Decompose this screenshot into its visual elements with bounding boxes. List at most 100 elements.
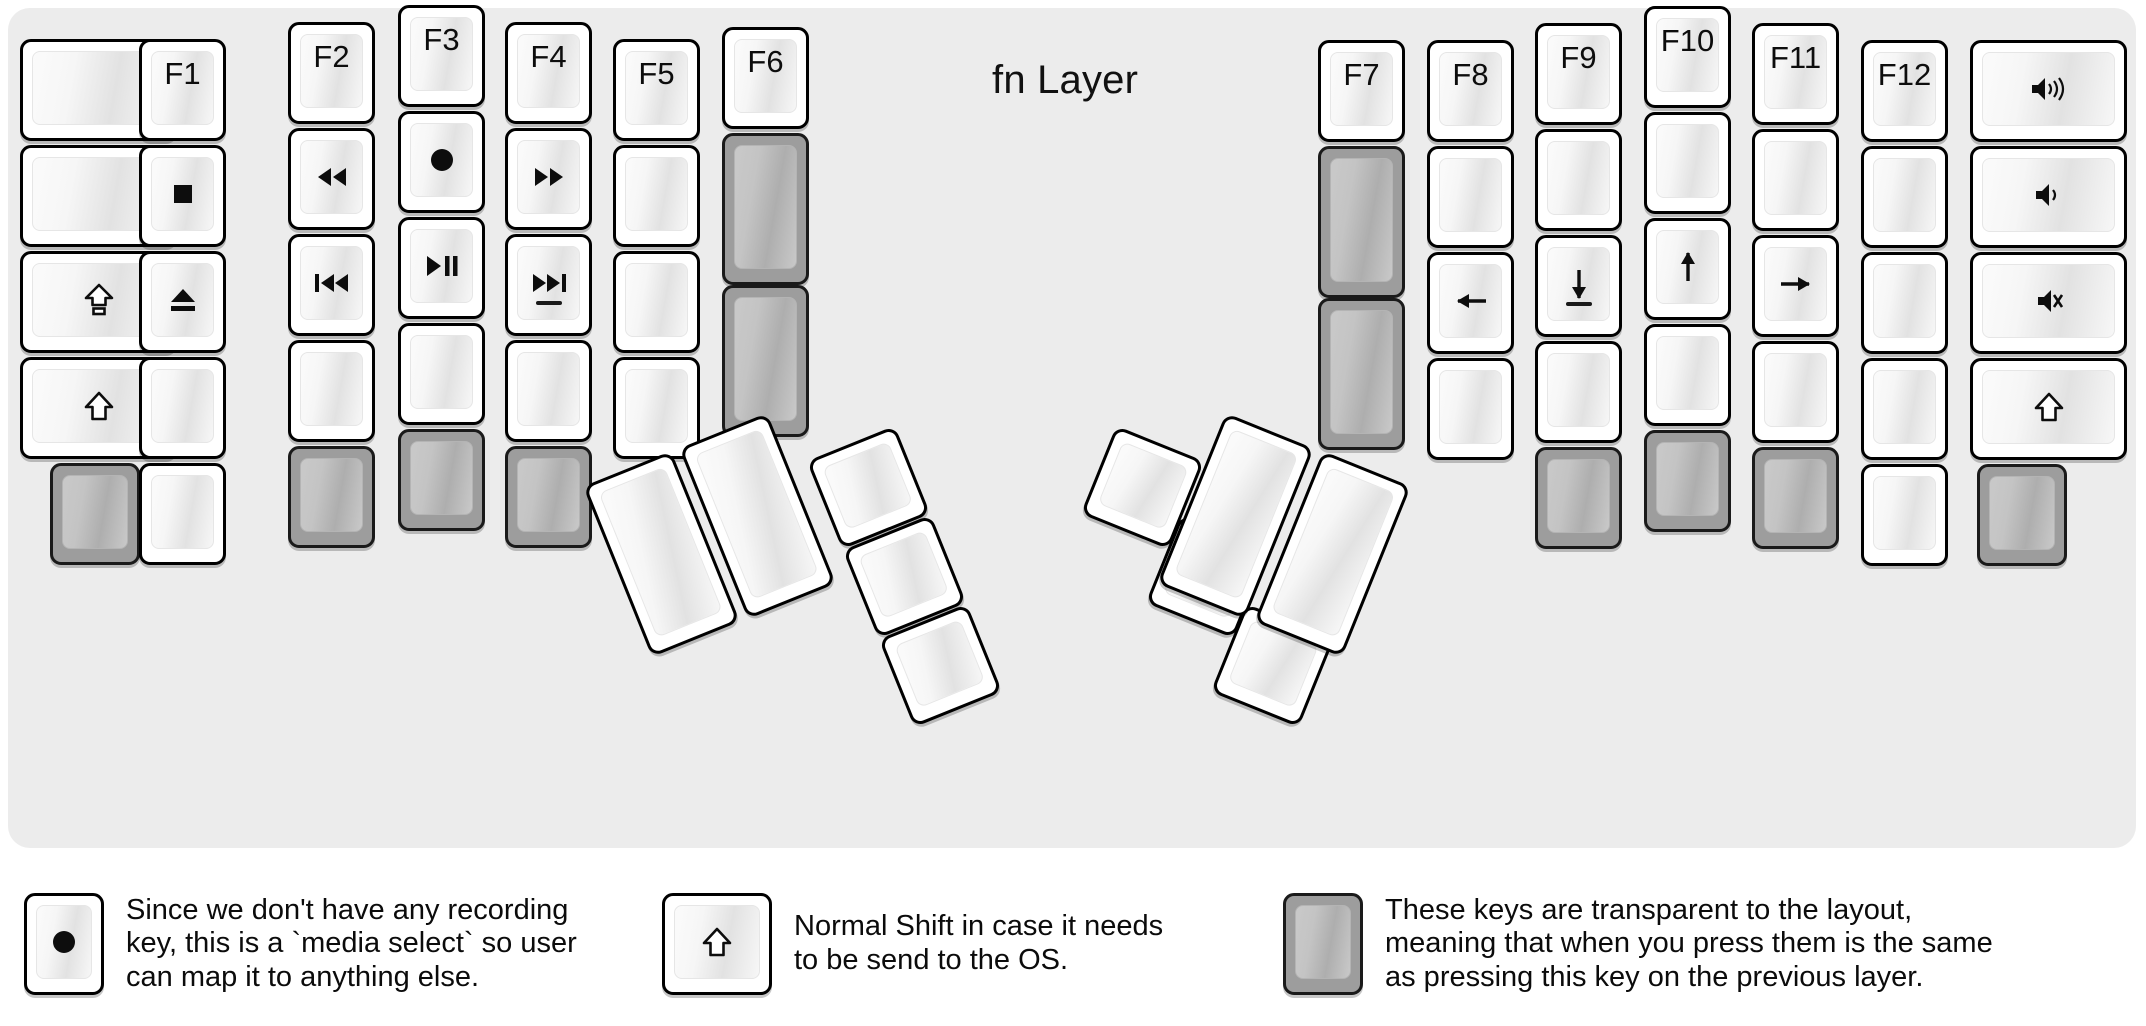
keycap (1873, 370, 1936, 444)
left-col6-key0[interactable]: F6 (722, 27, 809, 129)
left-col2-key2[interactable] (288, 234, 375, 336)
left-col3-key4-transparent[interactable] (398, 429, 485, 531)
right-col0-key1-transparent[interactable] (1318, 146, 1405, 298)
keycap (734, 297, 797, 421)
left-col3-key2[interactable] (398, 217, 485, 319)
keycap (300, 458, 363, 532)
right-col6-key3[interactable] (1970, 358, 2127, 460)
left-col1-key0[interactable]: F1 (139, 39, 226, 141)
left-col5-key0-label: F5 (638, 56, 675, 91)
left-col4-key2[interactable] (505, 234, 592, 336)
left-col4-key0[interactable]: F4 (505, 22, 592, 124)
left-col6-key2-transparent[interactable] (722, 285, 809, 437)
left-col2-key0[interactable]: F2 (288, 22, 375, 124)
keycap (1656, 230, 1719, 304)
left-col1-key3[interactable] (139, 357, 226, 459)
media-rewind-icon (315, 166, 349, 188)
right-col1-key0-label: F8 (1452, 57, 1489, 92)
right-col2-key4-transparent[interactable] (1535, 447, 1622, 549)
keycap (674, 905, 760, 979)
media-eject-icon (169, 287, 197, 313)
left-col4-key1[interactable] (505, 128, 592, 230)
left-col5-key0[interactable]: F5 (613, 39, 700, 141)
left-col1-key4[interactable] (139, 463, 226, 565)
right-col5-key4[interactable] (1861, 464, 1948, 566)
left-col3-key1[interactable] (398, 111, 485, 213)
legend-text-2: These keys are transparent to the layout… (1385, 893, 1993, 993)
legend-key-0 (24, 893, 104, 995)
keycap (1982, 158, 2115, 232)
left-col3-key0[interactable]: F3 (398, 5, 485, 107)
right-col3-key0[interactable]: F10 (1644, 6, 1731, 108)
right-col5-key0[interactable]: F12 (1861, 40, 1948, 142)
right-col6-key2[interactable] (1970, 252, 2127, 354)
right-col3-key3[interactable] (1644, 324, 1731, 426)
right-col3-key2[interactable] (1644, 218, 1731, 320)
left-col2-key4-transparent[interactable] (288, 446, 375, 548)
right-col1-key0[interactable]: F8 (1427, 40, 1514, 142)
right-col5-key1[interactable] (1861, 146, 1948, 248)
right-col3-key4-transparent[interactable] (1644, 430, 1731, 532)
right-col5-key2[interactable] (1861, 252, 1948, 354)
keycap (734, 145, 797, 269)
keycap (151, 369, 214, 443)
left-col2-key0-label: F2 (313, 39, 350, 74)
right-col2-key3[interactable] (1535, 341, 1622, 443)
keycap (300, 352, 363, 426)
keycap (1656, 442, 1719, 516)
volume-down-icon (2033, 181, 2065, 209)
media-fast-forward-icon (532, 166, 566, 188)
keycap (410, 441, 473, 515)
keycap (1982, 52, 2115, 126)
right-col1-key1[interactable] (1427, 146, 1514, 248)
right-col0-key2-transparent[interactable] (1318, 298, 1405, 450)
legend-text-1: Normal Shift in case it needs to be send… (794, 910, 1164, 976)
keycap (1547, 353, 1610, 427)
right-col4-key3[interactable] (1752, 341, 1839, 443)
right-col6-key1[interactable] (1970, 146, 2127, 248)
right-col3-key1[interactable] (1644, 112, 1731, 214)
right-col4-key4-transparent[interactable] (1752, 447, 1839, 549)
right-col2-key1[interactable] (1535, 129, 1622, 231)
keycap (1547, 459, 1610, 533)
keycap: F5 (625, 51, 688, 125)
left-col4-key3[interactable] (505, 340, 592, 442)
right-col0-key0[interactable]: F7 (1318, 40, 1405, 142)
right-col4-key0[interactable]: F11 (1752, 23, 1839, 125)
right-col6-key0[interactable] (1970, 40, 2127, 142)
right-col4-key1[interactable] (1752, 129, 1839, 231)
left-col0-key4-transparent[interactable] (50, 463, 140, 565)
right-col2-key0[interactable]: F9 (1535, 23, 1622, 125)
left-col1-key0-label: F1 (164, 56, 201, 91)
left-col3-key3[interactable] (398, 323, 485, 425)
left-col5-key2[interactable] (613, 251, 700, 353)
right-col1-key2[interactable] (1427, 252, 1514, 354)
left-col5-key1[interactable] (613, 145, 700, 247)
left-col6-key1-transparent[interactable] (722, 133, 809, 285)
keycap (151, 157, 214, 231)
legend-key-2 (1283, 893, 1363, 995)
keycap (1873, 158, 1936, 232)
keycap (517, 458, 580, 532)
left-col1-key1[interactable] (139, 145, 226, 247)
shift-icon (2034, 391, 2064, 423)
right-col2-key2[interactable] (1535, 235, 1622, 337)
legend-text-0: Since we don't have any recording key, t… (126, 893, 577, 993)
keycap (410, 229, 473, 303)
right-col5-key3[interactable] (1861, 358, 1948, 460)
left-col2-key3[interactable] (288, 340, 375, 442)
left-col4-key4-transparent[interactable] (505, 446, 592, 548)
keycap (300, 246, 363, 320)
left-col5-key3[interactable] (613, 357, 700, 459)
volume-mute-icon (2035, 287, 2063, 315)
media-record-icon (51, 929, 77, 955)
right-col3-key0-label: F10 (1660, 23, 1715, 58)
left-col2-key1[interactable] (288, 128, 375, 230)
right-col4-key2[interactable] (1752, 235, 1839, 337)
keycap: F12 (1873, 52, 1936, 126)
right-col1-key3[interactable] (1427, 358, 1514, 460)
right-col6-key4-transparent[interactable] (1977, 464, 2067, 566)
right-col5-key0-label: F12 (1877, 57, 1932, 92)
left-col1-key2[interactable] (139, 251, 226, 353)
